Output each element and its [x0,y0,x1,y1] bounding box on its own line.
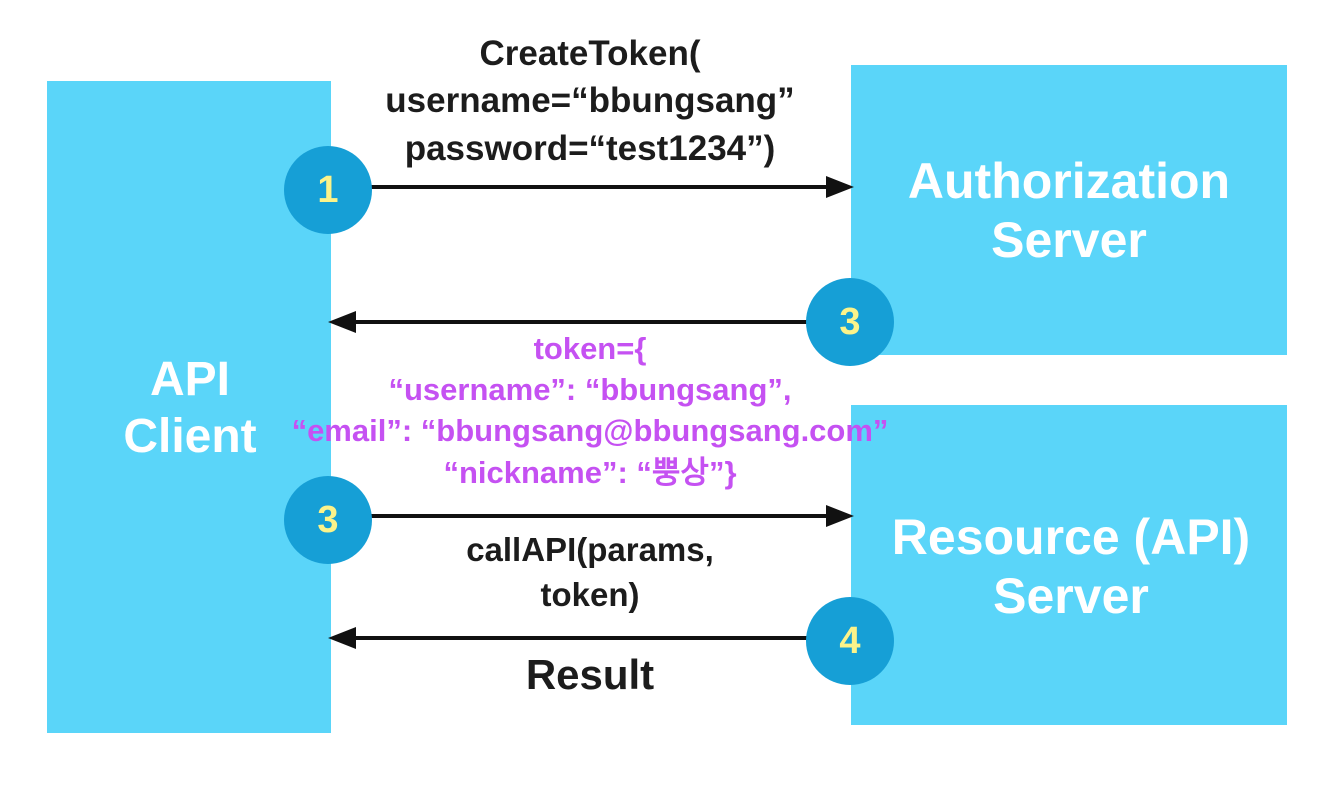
arrow-call-api [370,505,854,527]
step-badge-3-token: 3 [806,278,894,366]
step-badge-1: 1 [284,146,372,234]
step-badge-3-call: 3 [284,476,372,564]
resource-server-label: Resource (API) Server [891,509,1251,624]
arrow-result [328,627,810,649]
arrow-create-token [370,176,854,198]
authorization-server-box [851,65,1287,355]
result-message: Result [525,651,655,698]
token-message: token={ “username”: “bbungsang”, “email”… [291,331,889,490]
create-token-message: CreateToken( username=“bbungsang” passwo… [385,34,795,168]
arrow-token-return [328,311,810,333]
call-api-message: callAPI(params, token) [466,531,714,613]
authorization-server-label: Authorization Server [907,153,1231,268]
api-client-label: API Client [123,353,257,463]
step-badge-4: 4 [806,597,894,685]
resource-server-box [851,405,1287,725]
api-client-box [47,81,331,733]
